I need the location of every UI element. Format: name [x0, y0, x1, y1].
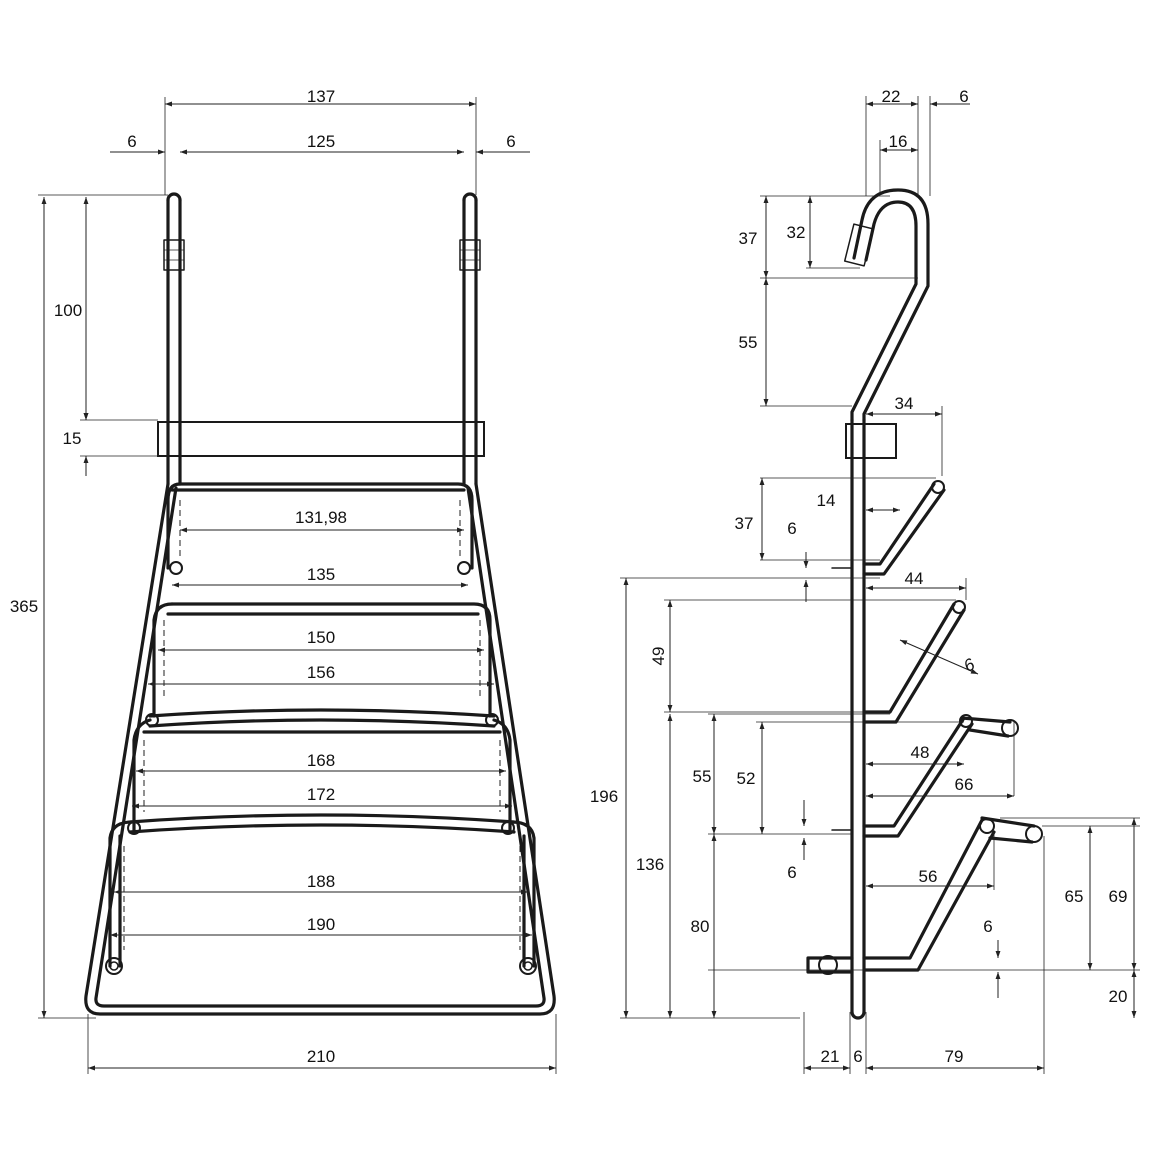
dim-front-125: 125 — [307, 132, 335, 151]
front-band — [157, 421, 485, 457]
dim-side-79: 79 — [945, 1047, 964, 1066]
dim-front-210: 210 — [307, 1047, 335, 1066]
dim-side-16: 16 — [889, 132, 908, 151]
dim-side-55-top: 55 — [739, 333, 758, 352]
dim-side-55-shelf3: 55 — [693, 767, 712, 786]
dim-side-80: 80 — [691, 917, 710, 936]
side-band — [845, 423, 897, 459]
front-shelf-3 — [127, 718, 516, 835]
dim-side-6-shelf1: 6 — [787, 519, 796, 538]
dim-side-20: 20 — [1109, 987, 1128, 1006]
front-hanger-wires — [163, 192, 481, 486]
side-hook — [843, 188, 930, 422]
side-shelf-4 — [862, 816, 1043, 972]
dim-side-6-top: 6 — [959, 87, 968, 106]
dim-front-137: 137 — [307, 87, 335, 106]
dim-side-56: 56 — [919, 867, 938, 886]
front-dimension-lines — [41, 101, 556, 1071]
dim-side-37-top: 37 — [739, 229, 758, 248]
dim-side-32: 32 — [787, 223, 806, 242]
dim-side-48: 48 — [911, 743, 930, 762]
front-dimension-labels: 137 6 125 6 100 15 365 131,98 135 150 15… — [10, 87, 516, 1066]
dim-side-49: 49 — [649, 647, 668, 666]
dim-front-131-98: 131,98 — [295, 508, 347, 527]
dim-side-136: 136 — [636, 855, 664, 874]
dim-side-34: 34 — [895, 394, 914, 413]
dim-side-21: 21 — [821, 1047, 840, 1066]
front-view: 137 6 125 6 100 15 365 131,98 135 150 15… — [10, 87, 557, 1074]
dim-side-14: 14 — [817, 491, 836, 510]
dim-front-150: 150 — [307, 628, 335, 647]
dim-front-156: 156 — [307, 663, 335, 682]
dim-front-135: 135 — [307, 565, 335, 584]
side-shelf-3 — [831, 714, 1019, 838]
side-shelf-1 — [831, 480, 946, 576]
side-foot — [806, 955, 854, 975]
dim-side-6-shelf4: 6 — [983, 917, 992, 936]
front-shelf-1 — [166, 482, 474, 575]
dim-side-22: 22 — [882, 87, 901, 106]
dim-front-188: 188 — [307, 872, 335, 891]
front-shelf-4 — [105, 820, 537, 975]
side-view: 22 6 16 37 32 55 34 37 14 6 44 49 6 196 … — [590, 87, 1140, 1074]
front-outer-frame — [84, 482, 556, 1016]
dim-side-66: 66 — [955, 775, 974, 794]
dim-front-6-right: 6 — [506, 132, 515, 151]
dim-front-15: 15 — [63, 429, 82, 448]
side-main-rod — [850, 418, 866, 1020]
dim-side-44: 44 — [905, 569, 924, 588]
dim-side-196: 196 — [590, 787, 618, 806]
dim-front-190: 190 — [307, 915, 335, 934]
side-dimension-labels: 22 6 16 37 32 55 34 37 14 6 44 49 6 196 … — [590, 87, 1128, 1066]
dim-front-172: 172 — [307, 785, 335, 804]
dim-side-52: 52 — [737, 769, 756, 788]
dim-side-37-shelf: 37 — [735, 514, 754, 533]
dim-side-65: 65 — [1065, 887, 1084, 906]
dim-front-100: 100 — [54, 301, 82, 320]
dim-side-6-shelf3: 6 — [787, 863, 796, 882]
dim-front-365: 365 — [10, 597, 38, 616]
dim-front-6-left: 6 — [127, 132, 136, 151]
front-extension-lines — [38, 97, 557, 1074]
dim-side-6-foot: 6 — [853, 1047, 862, 1066]
side-extension-lines — [620, 96, 1140, 1074]
dim-side-69: 69 — [1109, 887, 1128, 906]
dim-front-168: 168 — [307, 751, 335, 770]
side-dimension-lines — [623, 101, 1137, 1071]
